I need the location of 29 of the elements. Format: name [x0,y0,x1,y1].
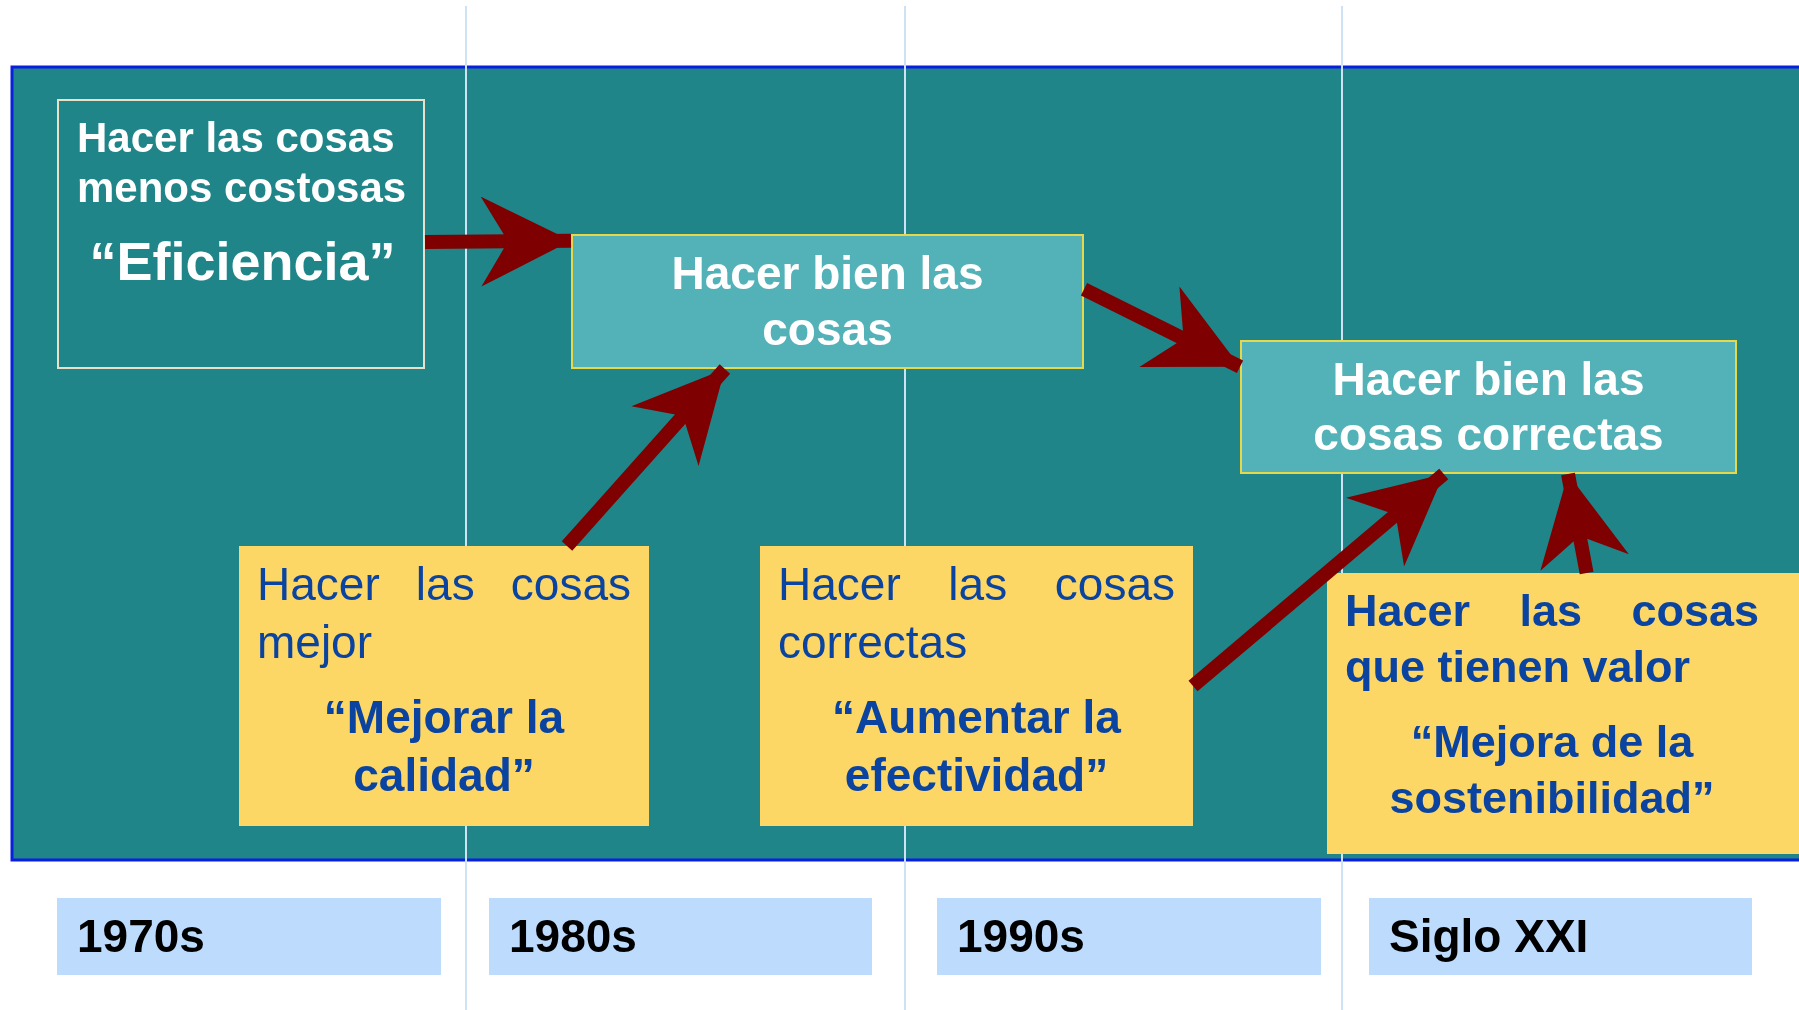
quote-text: “Mejora de la sostenibilidad” [1388,714,1716,825]
quote-text: “Aumentar la efectividad” [831,690,1122,803]
era-label-box [57,898,441,975]
era-label: 1990s [957,910,1086,963]
highlight-box [571,234,1084,369]
quote-text: “Eficiencia” [88,229,397,292]
highlight-box [1240,340,1737,474]
note-box [760,546,1193,826]
era-label-box [1369,898,1752,975]
arrow [1188,468,1449,692]
text-box [57,99,425,369]
note-box [1327,573,1799,854]
heading-text: Hacer las cosas mejor [257,557,631,670]
era-label-box [937,898,1321,975]
heading-text: Hacer las cosas correctas [778,557,1175,670]
heading-text: Hacer las cosas menos costosas [77,113,408,214]
era-label-box [489,898,872,975]
heading-text: Hacer las cosas que tienen valor [1345,584,1759,695]
quote-text: “Mejorar la calidad” [322,690,566,803]
era-label: 1970s [77,910,206,963]
era-label: 1980s [509,910,638,963]
heading-text: Hacer bien las cosas [670,246,985,357]
arrow [424,196,572,287]
arrow [561,364,731,551]
arrow [1080,283,1244,374]
era-label: Siglo XXI [1389,910,1590,963]
arrow [1540,472,1629,575]
note-box [239,546,649,826]
heading-text: Hacer bien las cosas correctas [1312,351,1665,462]
